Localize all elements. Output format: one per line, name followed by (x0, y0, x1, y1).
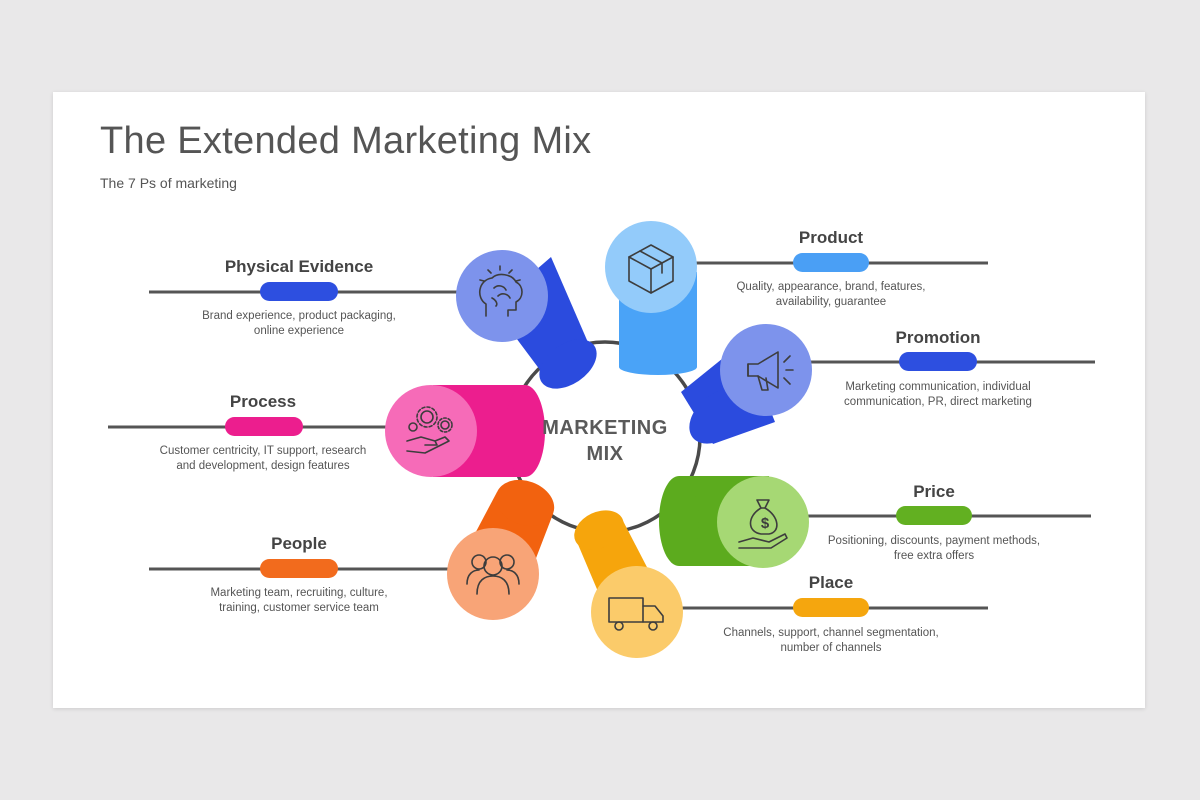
process-pill (225, 417, 303, 436)
process-desc-line2: and development, design features (176, 460, 350, 472)
people-pill (260, 559, 338, 578)
product-desc-line2: availability, guarantee (776, 296, 886, 308)
promotion-label: Promotion (896, 328, 981, 347)
center-label-line1: MARKETING (542, 417, 668, 439)
people-desc-line2: training, customer service team (219, 602, 379, 614)
promotion-desc-line2: communication, PR, direct marketing (844, 396, 1032, 408)
physical-evidence-cylinder (456, 250, 597, 389)
box-icon (628, 244, 674, 294)
place-connector (673, 598, 988, 617)
people-connector (149, 559, 493, 578)
price-label: Price (913, 482, 955, 501)
product-label: Product (799, 228, 864, 247)
process-desc-line1: Customer centricity, IT support, researc… (160, 445, 367, 457)
physical-evidence-desc-line1: Brand experience, product packaging, (202, 310, 396, 322)
place-desc-line1: Channels, support, channel segmentation, (723, 627, 938, 639)
page-title: The Extended Marketing Mix (100, 120, 592, 162)
physical-evidence-pill (260, 282, 338, 301)
price-connector (801, 506, 1091, 525)
physical-evidence-label: Physical Evidence (225, 257, 373, 276)
product-desc-line1: Quality, appearance, brand, features, (736, 281, 925, 293)
physical-evidence-connector (149, 282, 493, 301)
promotion-cylinder (681, 324, 812, 444)
gears-hand-icon (406, 406, 453, 454)
people-icon (466, 554, 520, 595)
price-desc-line2: free extra offers (894, 550, 975, 562)
svg-text:$: $ (761, 515, 770, 532)
truck-icon (608, 597, 664, 631)
megaphone-icon (747, 351, 794, 391)
promotion-pill (899, 352, 977, 371)
product-pill (793, 253, 869, 272)
process-cylinder (385, 385, 545, 477)
people-desc-line1: Marketing team, recruiting, culture, (210, 587, 387, 599)
place-cylinder (574, 510, 683, 658)
price-desc-line1: Positioning, discounts, payment methods, (828, 535, 1040, 547)
product-connector (693, 253, 988, 272)
promotion-connector (805, 352, 1095, 371)
place-label: Place (809, 573, 853, 592)
people-cylinder (447, 479, 555, 620)
price-cylinder: $ (659, 476, 809, 568)
page-subtitle: The 7 Ps of marketing (100, 175, 237, 191)
promotion-desc-line1: Marketing communication, individual (845, 381, 1030, 393)
slide: The Extended Marketing Mix The 7 Ps of m… (53, 92, 1145, 708)
price-pill (896, 506, 972, 525)
process-label: Process (230, 392, 296, 411)
physical-evidence-desc-line2: online experience (254, 325, 344, 337)
product-cylinder (605, 221, 697, 375)
people-label: People (271, 534, 327, 553)
marketing-mix-diagram: $ (108, 221, 1095, 658)
place-pill (793, 598, 869, 617)
money-bag-icon: $ (738, 499, 788, 549)
place-desc-line2: number of channels (780, 642, 881, 654)
center-label-line2: MIX (586, 443, 623, 465)
brain-icon (479, 265, 523, 317)
